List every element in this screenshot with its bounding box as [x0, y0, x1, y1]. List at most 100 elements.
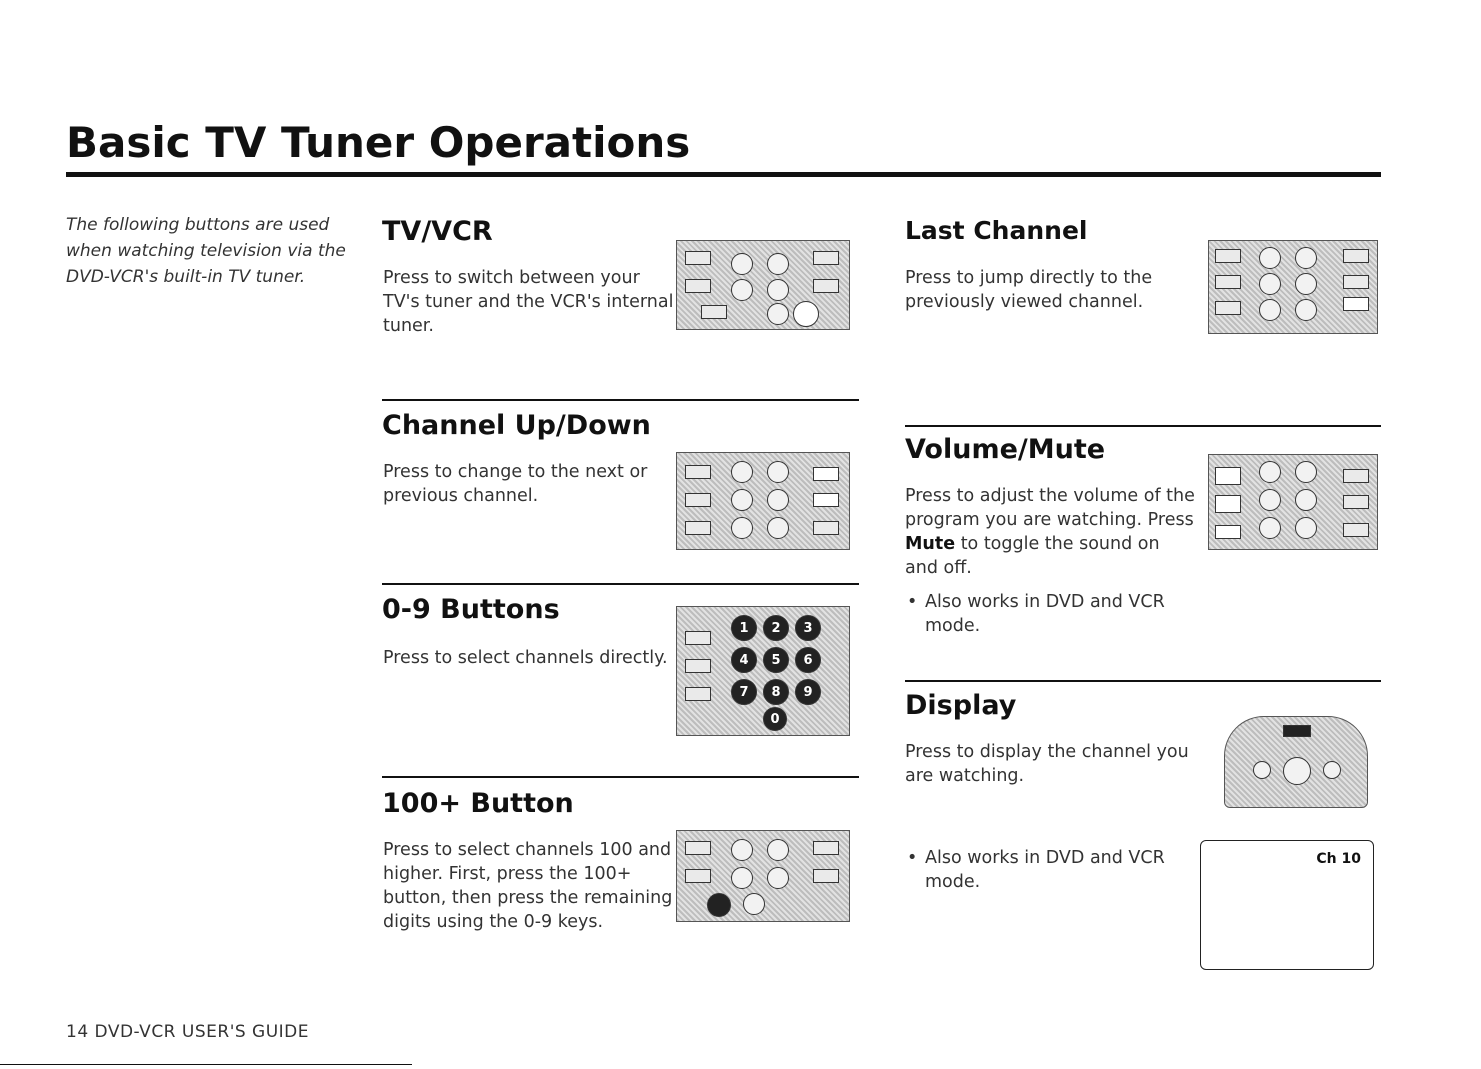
remote-key-icon — [1259, 489, 1281, 511]
display-note: Also works in DVD and VCR mode. — [905, 846, 1205, 894]
digit-2-icon: 2 — [763, 615, 789, 641]
remote-key-icon — [1259, 461, 1281, 483]
channel-updown-text: Press to change to the next or previous … — [383, 462, 648, 506]
digit-7-icon: 7 — [731, 679, 757, 705]
remote-key-icon — [685, 659, 711, 673]
remote-key-icon — [1295, 247, 1317, 269]
digits-remote-image: 1 2 3 4 5 6 7 8 9 0 — [676, 606, 850, 736]
volume-mute-text-after: to toggle the sound on and off. — [905, 534, 1160, 578]
section-divider — [382, 399, 859, 401]
remote-key-icon — [685, 631, 711, 645]
volume-mute-note: Also works in DVD and VCR mode. — [905, 590, 1205, 638]
digit-0-icon: 0 — [763, 707, 787, 731]
channel-readout: Ch 10 — [1316, 851, 1361, 867]
channel-remote-image — [676, 452, 850, 550]
remote-key-icon — [767, 839, 789, 861]
volume-mute-text-before: Press to adjust the volume of the progra… — [905, 486, 1195, 530]
digit-5-icon: 5 — [763, 647, 789, 673]
remote-key-icon — [1295, 273, 1317, 295]
remote-key-icon — [1295, 489, 1317, 511]
remote-key-icon — [1343, 495, 1369, 509]
tv-screen-preview: Ch 10 — [1200, 840, 1374, 970]
remote-key-icon — [701, 305, 727, 319]
title-divider — [66, 172, 1381, 177]
remote-key-icon — [1343, 275, 1369, 289]
remote-key-icon — [685, 493, 711, 507]
remote-key-icon — [1343, 469, 1369, 483]
remote-key-icon — [767, 303, 789, 325]
remote-key-icon — [731, 279, 753, 301]
volume-remote-image — [1208, 454, 1378, 550]
remote-key-icon — [1215, 301, 1241, 315]
volume-down-icon — [1215, 495, 1241, 513]
mute-key-icon — [1215, 525, 1241, 539]
remote-key-icon — [767, 253, 789, 275]
remote-key-icon — [731, 517, 753, 539]
volume-mute-text: Press to adjust the volume of the progra… — [905, 484, 1195, 580]
remote-key-icon — [813, 251, 839, 265]
remote-key-icon — [685, 687, 711, 701]
tvvcr-key-icon — [793, 301, 819, 327]
last-channel-key-icon — [1343, 297, 1369, 311]
tvvcr-text: Press to switch between your TV's tuner … — [383, 268, 674, 336]
remote-key-icon — [685, 869, 711, 883]
remote-key-icon — [813, 841, 839, 855]
remote-key-icon — [1343, 523, 1369, 537]
section-divider — [382, 776, 859, 778]
remote-key-icon — [1215, 249, 1241, 263]
remote-key-icon — [1215, 275, 1241, 289]
remote-key-icon — [1259, 299, 1281, 321]
remote-key-icon — [685, 251, 711, 265]
remote-key-icon — [731, 253, 753, 275]
digit-1-icon: 1 — [731, 615, 757, 641]
remote-key-icon — [685, 279, 711, 293]
button-100-heading: 100+ Button — [382, 788, 574, 819]
button-100-icon — [707, 893, 731, 917]
section-divider — [905, 680, 1381, 682]
digit-6-icon: 6 — [795, 647, 821, 673]
footer-divider — [0, 1064, 412, 1065]
channel-down-icon — [813, 493, 839, 507]
remote-key-icon — [731, 839, 753, 861]
channel-updown-heading: Channel Up/Down — [382, 410, 651, 441]
remote-key-icon — [813, 279, 839, 293]
remote-key-icon — [767, 517, 789, 539]
last-channel-text: Press to jump directly to the previously… — [905, 268, 1153, 312]
button-100-text: Press to select channels 100 and higher.… — [383, 840, 673, 932]
remote-key-icon — [1259, 517, 1281, 539]
display-text: Press to display the channel you are wat… — [905, 742, 1189, 786]
remote-key-icon — [1295, 517, 1317, 539]
remote-key-icon — [731, 461, 753, 483]
remote-key-icon — [767, 867, 789, 889]
page-title: Basic TV Tuner Operations — [66, 118, 691, 167]
display-heading: Display — [905, 690, 1017, 721]
volume-mute-heading: Volume/Mute — [905, 434, 1106, 465]
page-footer: 14 DVD-VCR USER'S GUIDE — [66, 1022, 310, 1042]
remote-key-icon — [731, 489, 753, 511]
left-arrow-icon — [1253, 761, 1271, 779]
digit-9-icon: 9 — [795, 679, 821, 705]
digit-3-icon: 3 — [795, 615, 821, 641]
section-divider — [905, 425, 1381, 427]
remote-key-icon — [685, 841, 711, 855]
digit-4-icon: 4 — [731, 647, 757, 673]
display-key-icon — [1283, 725, 1311, 737]
remote-key-icon — [813, 521, 839, 535]
remote-key-icon — [743, 893, 765, 915]
buttons-09-heading: 0-9 Buttons — [382, 594, 560, 625]
button-100-remote-image — [676, 830, 850, 922]
channel-up-icon — [813, 467, 839, 481]
last-channel-heading: Last Channel — [905, 216, 1088, 245]
digit-8-icon: 8 — [763, 679, 789, 705]
tvvcr-remote-image — [676, 240, 850, 330]
remote-key-icon — [1259, 273, 1281, 295]
remote-key-icon — [767, 489, 789, 511]
mute-keyword: Mute — [905, 534, 956, 554]
section-divider — [382, 583, 859, 585]
remote-key-icon — [1295, 299, 1317, 321]
remote-key-icon — [1295, 461, 1317, 483]
intro-text: The following buttons are used when watc… — [66, 215, 346, 287]
display-remote-image — [1224, 716, 1368, 808]
volume-up-icon — [1215, 467, 1241, 485]
remote-key-icon — [685, 465, 711, 479]
